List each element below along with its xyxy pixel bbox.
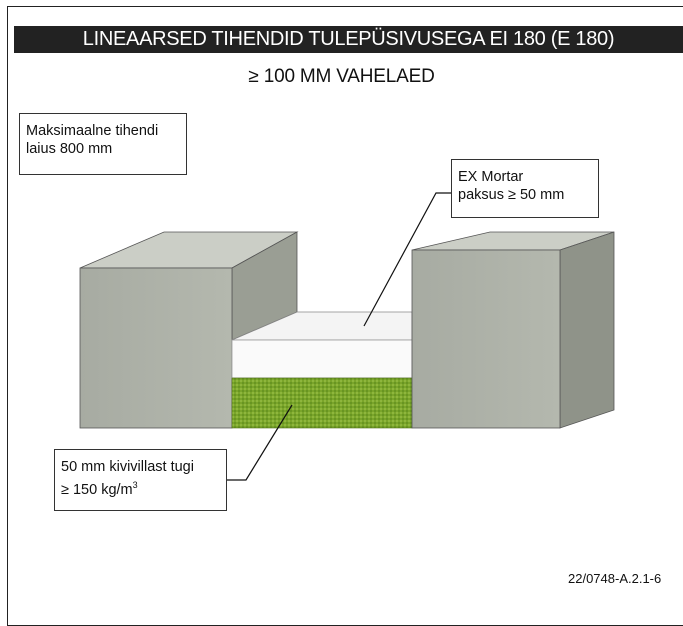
mortar-front bbox=[231, 339, 413, 379]
subtitle: ≥ 100 MM VAHELAED bbox=[248, 66, 435, 87]
left-concrete-block bbox=[79, 231, 299, 429]
right-block-front bbox=[411, 249, 561, 429]
support-note-line2: ≥ 150 kg/m3 bbox=[61, 476, 220, 499]
mortar-note-line2: paksus ≥ 50 mm bbox=[458, 187, 565, 203]
mortar-leader-line bbox=[363, 192, 451, 327]
max-width-note-line1: Maksimaalne tihendi bbox=[26, 123, 159, 139]
max-width-note: Maksimaalne tihendi laius 800 mm bbox=[19, 113, 187, 175]
mineral-wool-support bbox=[231, 377, 413, 429]
right-block-side bbox=[559, 231, 615, 429]
support-note-density: ≥ 150 kg/m bbox=[61, 481, 133, 498]
title-text: LINEAARSED TIHENDID TULEPÜSIVUSEGA EI 18… bbox=[82, 28, 615, 50]
support-note-exponent: 3 bbox=[132, 480, 138, 490]
support-leader-line bbox=[227, 404, 293, 481]
title-bar: LINEAARSED TIHENDID TULEPÜSIVUSEGA EI 18… bbox=[14, 26, 683, 53]
max-width-note-line2: laius 800 mm bbox=[26, 141, 113, 157]
joint-diagram bbox=[79, 192, 615, 481]
right-concrete-block bbox=[411, 231, 615, 429]
support-note: 50 mm kivivillast tugi ≥ 150 kg/m3 bbox=[54, 449, 227, 511]
reference-code: 22/0748-A.2.1-6 bbox=[568, 571, 662, 586]
mortar-note-line1: EX Mortar bbox=[458, 169, 524, 185]
left-block-front bbox=[79, 267, 233, 429]
support-note-line1: 50 mm kivivillast tugi bbox=[61, 459, 194, 475]
mortar-note: EX Mortar paksus ≥ 50 mm bbox=[451, 159, 599, 218]
